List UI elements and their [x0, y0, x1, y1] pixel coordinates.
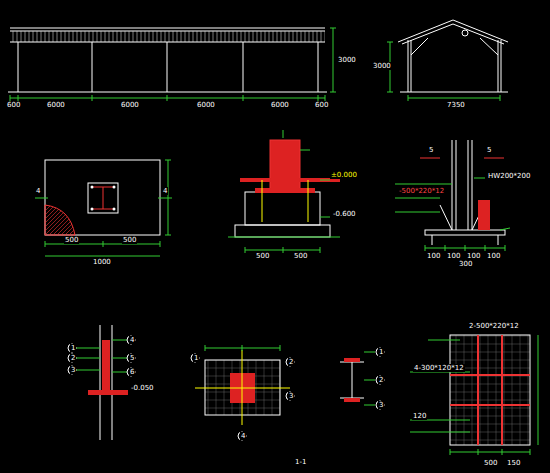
dimension-text: 300 [458, 260, 473, 268]
dimension-text: 1-1 [294, 458, 307, 466]
dimension-text: HW200*200 [487, 172, 531, 180]
callout-number: 4 [35, 187, 41, 195]
dimension-text: 100 [426, 252, 441, 260]
callout-number: 2 [70, 354, 76, 362]
callout-number: 5 [129, 354, 135, 362]
dimension-text: 2-500*220*12 [468, 322, 520, 330]
dimension-text: 6000 [270, 101, 290, 109]
callout-number: 4 [129, 336, 135, 344]
callout-number: 3 [378, 401, 384, 409]
dimension-text: 100 [446, 252, 461, 260]
dimension-text: 4-300*120*12 [413, 364, 465, 372]
dimension-text: 150 [506, 459, 521, 467]
dimension-text: -0.050 [130, 384, 155, 392]
dimension-text: -0.600 [332, 210, 357, 218]
callout-number: 1 [70, 344, 76, 352]
callout-number: 3 [70, 366, 76, 374]
dimension-text: 100 [466, 252, 481, 260]
callout-number: 6 [129, 368, 135, 376]
dimension-text: 500 [122, 236, 137, 244]
callout-number: 2 [288, 358, 294, 366]
callout-number: 1 [378, 348, 384, 356]
dimension-text: 600 [314, 101, 329, 109]
dimension-text: 6000 [196, 101, 216, 109]
dimension-text: 7350 [446, 101, 466, 109]
dimension-text: 1000 [92, 258, 112, 266]
dimension-text: 500 [483, 459, 498, 467]
dimension-text: -500*220*12 [398, 187, 445, 195]
callout-number: 5 [486, 146, 492, 154]
dimension-text: 6000 [46, 101, 66, 109]
callout-number: 4 [240, 432, 246, 440]
callout-number: 1 [193, 354, 199, 362]
dimension-text: 6000 [120, 101, 140, 109]
dimension-text: 600 [6, 101, 21, 109]
callout-number: 3 [288, 392, 294, 400]
callout-number: 5 [428, 146, 434, 154]
callout-number: 4 [162, 187, 168, 195]
dimension-text: 100 [486, 252, 501, 260]
dimension-text: ±0.000 [330, 171, 358, 179]
dimension-text: 500 [255, 252, 270, 260]
dimension-text: 500 [64, 236, 79, 244]
dimension-text: 3000 [372, 62, 392, 70]
callout-number: 2 [378, 376, 384, 384]
dimension-text: 500 [293, 252, 308, 260]
dimension-text: 120 [412, 412, 427, 420]
dimension-text: 3000 [337, 56, 357, 64]
